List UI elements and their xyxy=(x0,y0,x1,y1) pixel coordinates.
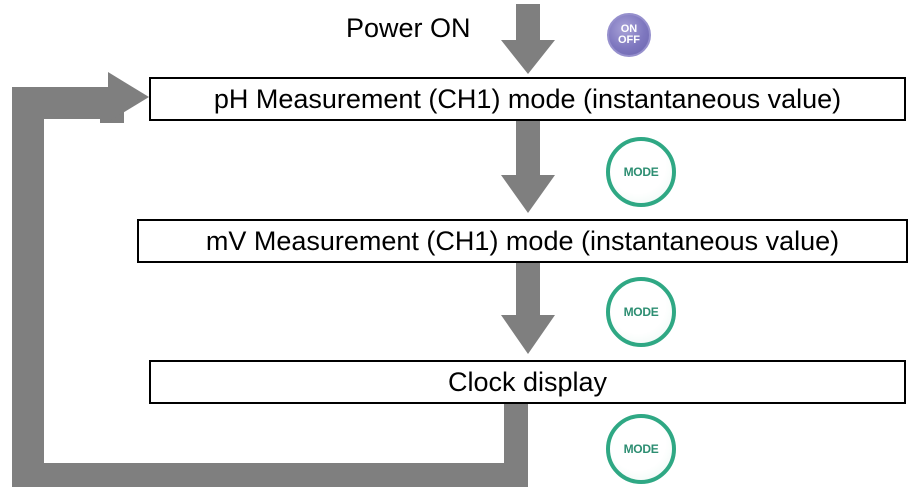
mv-measurement-mode-box: mV Measurement (CH1) mode (instantaneous… xyxy=(137,219,908,263)
mode-button-icon: MODE xyxy=(606,414,676,484)
on-off-button-bottom-label: OFF xyxy=(618,34,640,46)
mode-button-icon: MODE xyxy=(606,277,676,347)
mode-button-label: MODE xyxy=(623,442,659,456)
mode-button-label: MODE xyxy=(623,165,659,179)
ph-measurement-mode-label: pH Measurement (CH1) mode (instantaneous… xyxy=(213,83,842,114)
clock-display-box: Clock display xyxy=(149,360,906,404)
power-on-arrow xyxy=(501,4,555,74)
mode-button-label: MODE xyxy=(623,305,659,319)
arrow-ph-to-mv xyxy=(501,121,555,213)
on-off-button-icon: ON OFF xyxy=(607,13,651,57)
loop-back-arrow-path xyxy=(12,87,528,487)
mode-button-icon: MODE xyxy=(606,137,676,207)
arrow-mv-to-clock xyxy=(501,263,555,354)
on-off-button-top-label: ON xyxy=(620,23,638,35)
loop-back-arrowhead xyxy=(108,72,149,122)
power-on-label: Power ON xyxy=(346,13,471,43)
loop-back-arrow xyxy=(20,95,528,487)
clock-display-label: Clock display xyxy=(447,366,608,397)
ph-measurement-mode-box: pH Measurement (CH1) mode (instantaneous… xyxy=(149,77,906,121)
mv-measurement-mode-label: mV Measurement (CH1) mode (instantaneous… xyxy=(205,225,840,256)
